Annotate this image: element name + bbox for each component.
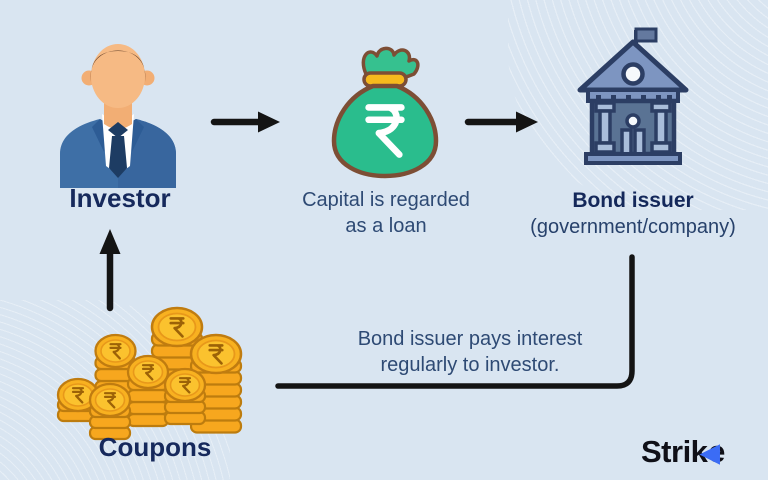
investor-label: Investor: [69, 183, 171, 213]
bond-issuer-sublabel: (government/company): [530, 216, 736, 238]
capital-caption: Capital is regarded as a loan: [294, 187, 478, 239]
coupons-label: Coupons: [98, 432, 212, 462]
coin-stack: [165, 369, 205, 426]
interest-note: Bond issuer pays interest regularly to i…: [328, 326, 612, 378]
interest-note-line1: Bond issuer pays interest: [357, 328, 583, 350]
strike-logo-arrow-icon: ◀: [700, 439, 720, 467]
interest-note-line2: regularly to investor.: [380, 354, 560, 376]
flag-icon: [634, 27, 658, 43]
investor-to-capital-arrow: [210, 111, 280, 133]
bond-issuer-to-coupons-line: [275, 254, 635, 389]
coin-stack: [90, 384, 130, 441]
businessman-avatar-icon: [60, 44, 176, 188]
coin-stack: [128, 356, 168, 428]
coin-stacks-icon: [46, 290, 258, 441]
money-bag-icon: [331, 46, 439, 179]
capital-caption-line2: as a loan: [345, 215, 427, 237]
strike-logo-prefix: Strik: [641, 434, 708, 469]
capital-to-bond-issuer-arrow: [464, 111, 538, 133]
bank-building-icon: [577, 27, 689, 165]
strike-logo: Strik ◀ e: [641, 434, 725, 470]
capital-caption-line1: Capital is regarded: [302, 189, 470, 211]
bond-issuer-label-group: Bond issuer (government/company): [518, 188, 748, 240]
coupons-to-investor-arrow: [99, 229, 121, 312]
bond-issuer-label: Bond issuer: [572, 189, 694, 212]
strike-logo-suffix: e: [708, 434, 725, 469]
